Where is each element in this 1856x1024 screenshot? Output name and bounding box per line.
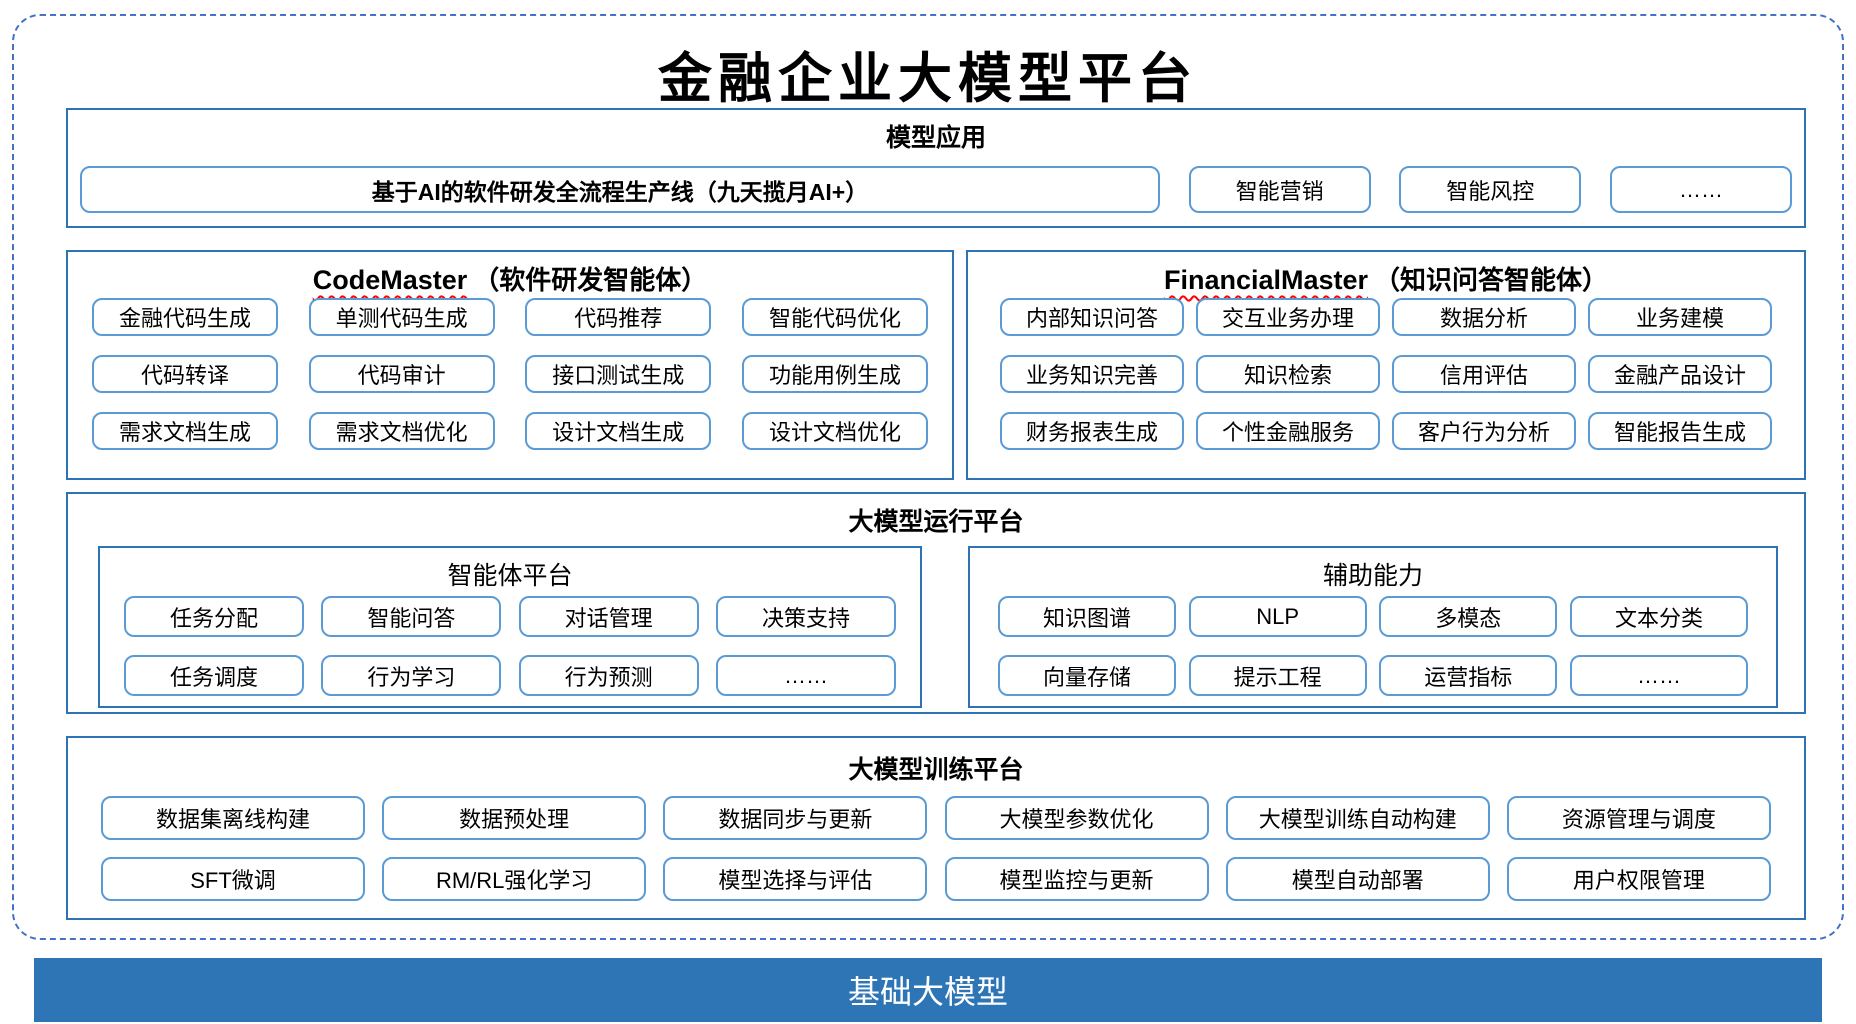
item-box: 文本分类 xyxy=(1569,596,1748,637)
item-box: 任务调度 xyxy=(124,655,304,696)
item-box-featured-pipeline: 基于AI的软件研发全流程生产线（九天揽月AI+） xyxy=(80,166,1160,213)
item-box: 提示工程 xyxy=(1188,655,1367,696)
codemaster-header: CodeMaster （软件研发智能体） xyxy=(68,260,952,297)
codemaster-name-zh: （软件研发智能体） xyxy=(473,265,708,295)
item-box: 信用评估 xyxy=(1392,355,1576,393)
section-model-applications: 模型应用 基于AI的软件研发全流程生产线（九天揽月AI+） 智能营销 智能风控 … xyxy=(66,108,1806,228)
item-box: 大模型训练自动构建 xyxy=(1225,796,1490,840)
item-box: 设计文档优化 xyxy=(741,412,928,450)
item-box: 行为学习 xyxy=(321,655,502,696)
item-box: 需求文档优化 xyxy=(308,412,495,450)
item-box: 对话管理 xyxy=(518,596,699,637)
item-box: SFT微调 xyxy=(101,857,365,901)
item-box: 多模态 xyxy=(1379,596,1558,637)
item-box: 金融代码生成 xyxy=(92,298,278,336)
item-box: 数据同步与更新 xyxy=(663,796,928,840)
agent-platform-header: 智能体平台 xyxy=(447,562,573,590)
item-box: 内部知识问答 xyxy=(1000,298,1184,336)
codemaster-name-en: CodeMaster xyxy=(312,265,468,295)
financialmaster-name-zh: （知识问答智能体） xyxy=(1374,265,1609,295)
item-box: 功能用例生成 xyxy=(741,355,928,393)
item-box: …… xyxy=(715,655,896,696)
item-box: 智能营销 xyxy=(1188,166,1371,213)
item-box: 客户行为分析 xyxy=(1392,412,1576,450)
section-financialmaster: FinancialMaster （知识问答智能体） 内部知识问答 交互业务办理 … xyxy=(966,250,1806,480)
section-runtime-platform: 大模型运行平台 智能体平台 任务分配 智能问答 对话管理 决策支持 任务调度 行… xyxy=(66,492,1806,714)
model-applications-row: 基于AI的软件研发全流程生产线（九天揽月AI+） 智能营销 智能风控 …… xyxy=(80,166,1792,213)
item-box: RM/RL强化学习 xyxy=(382,857,647,901)
training-items-grid: 数据集离线构建 数据预处理 数据同步与更新 大模型参数优化 大模型训练自动构建 … xyxy=(101,796,1771,901)
item-box: …… xyxy=(1609,166,1792,213)
item-box: 大模型参数优化 xyxy=(944,796,1209,840)
item-box: 数据预处理 xyxy=(382,796,647,840)
item-box: 智能风控 xyxy=(1399,166,1582,213)
item-box: 智能代码优化 xyxy=(741,298,928,336)
item-box: 智能报告生成 xyxy=(1588,412,1772,450)
diagram-title: 金融企业大模型平台 xyxy=(658,46,1198,110)
base-model-bar: 基础大模型 xyxy=(34,958,1822,1022)
runtime-platform-header: 大模型运行平台 xyxy=(848,508,1024,536)
section-training-platform: 大模型训练平台 数据集离线构建 数据预处理 数据同步与更新 大模型参数优化 大模… xyxy=(66,736,1806,920)
item-box: 业务知识完善 xyxy=(1000,355,1184,393)
item-box: 智能问答 xyxy=(321,596,502,637)
section-codemaster: CodeMaster （软件研发智能体） 金融代码生成 单测代码生成 代码推荐 … xyxy=(66,250,954,480)
financialmaster-items-grid: 内部知识问答 交互业务办理 数据分析 业务建模 业务知识完善 知识检索 信用评估… xyxy=(1000,298,1772,450)
agent-platform-items-grid: 任务分配 智能问答 对话管理 决策支持 任务调度 行为学习 行为预测 …… xyxy=(124,596,896,696)
item-box: 个性金融服务 xyxy=(1196,412,1380,450)
item-box: 知识检索 xyxy=(1196,355,1380,393)
item-box: 模型选择与评估 xyxy=(663,857,928,901)
item-box: 代码推荐 xyxy=(525,298,712,336)
item-box: 数据集离线构建 xyxy=(101,796,365,840)
item-box: 接口测试生成 xyxy=(525,355,712,393)
item-box: 用户权限管理 xyxy=(1506,857,1771,901)
auxiliary-items-grid: 知识图谱 NLP 多模态 文本分类 向量存储 提示工程 运营指标 …… xyxy=(998,596,1748,696)
outer-dashed-frame xyxy=(12,14,1844,940)
item-box: …… xyxy=(1569,655,1748,696)
item-box: 代码审计 xyxy=(308,355,495,393)
item-box: 金融产品设计 xyxy=(1588,355,1772,393)
item-box: 运营指标 xyxy=(1379,655,1558,696)
item-box: 向量存储 xyxy=(998,655,1176,696)
codemaster-items-grid: 金融代码生成 单测代码生成 代码推荐 智能代码优化 代码转译 代码审计 接口测试… xyxy=(92,298,928,450)
financialmaster-header: FinancialMaster （知识问答智能体） xyxy=(968,260,1804,297)
item-box: 决策支持 xyxy=(715,596,896,637)
item-box: 模型监控与更新 xyxy=(944,857,1209,901)
item-box: NLP xyxy=(1188,596,1367,637)
item-box: 设计文档生成 xyxy=(525,412,712,450)
item-box: 需求文档生成 xyxy=(92,412,278,450)
training-platform-header: 大模型训练平台 xyxy=(848,756,1024,784)
item-box: 任务分配 xyxy=(124,596,304,637)
item-box: 单测代码生成 xyxy=(308,298,495,336)
item-box: 知识图谱 xyxy=(998,596,1176,637)
item-box: 交互业务办理 xyxy=(1196,298,1380,336)
item-box: 代码转译 xyxy=(92,355,278,393)
item-box: 业务建模 xyxy=(1588,298,1772,336)
item-box: 财务报表生成 xyxy=(1000,412,1184,450)
item-box: 模型自动部署 xyxy=(1225,857,1490,901)
financialmaster-name-en: FinancialMaster xyxy=(1163,265,1369,295)
item-box: 行为预测 xyxy=(518,655,699,696)
item-box: 资源管理与调度 xyxy=(1506,796,1771,840)
subsection-auxiliary-capabilities: 辅助能力 知识图谱 NLP 多模态 文本分类 向量存储 提示工程 运营指标 …… xyxy=(968,546,1778,708)
auxiliary-capabilities-header: 辅助能力 xyxy=(1322,562,1423,590)
subsection-agent-platform: 智能体平台 任务分配 智能问答 对话管理 决策支持 任务调度 行为学习 行为预测… xyxy=(98,546,922,708)
item-box: 数据分析 xyxy=(1392,298,1576,336)
base-model-label: 基础大模型 xyxy=(847,974,1008,1010)
model-applications-header: 模型应用 xyxy=(885,124,986,152)
